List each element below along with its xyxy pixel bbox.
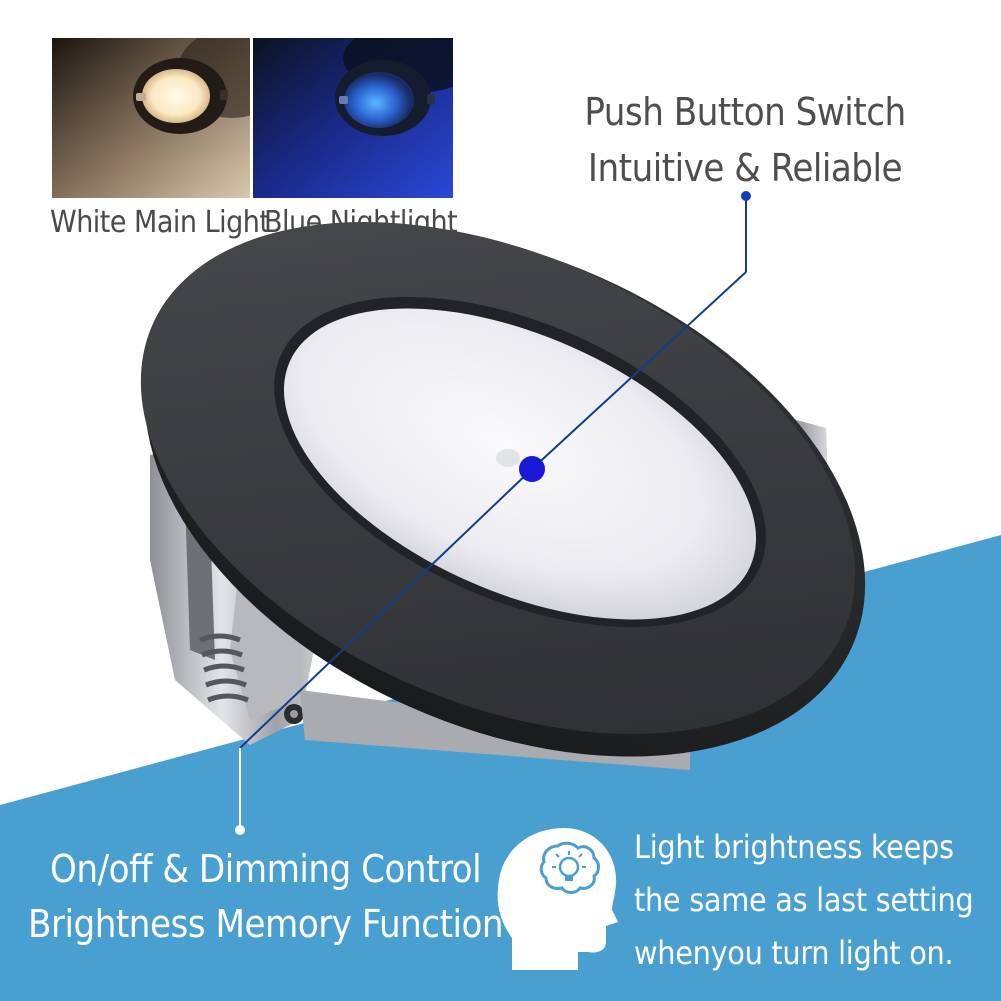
bottom-leader-dot bbox=[235, 825, 245, 835]
top-leader-dot bbox=[741, 191, 751, 201]
memory-note-line2: the same as last setting bbox=[634, 881, 974, 919]
dimming-line2: Brightness Memory Function bbox=[28, 902, 504, 946]
brightness-memory-note: Light brightness keeps the same as last … bbox=[634, 821, 974, 980]
push-button-line2: Intuitive & Reliable bbox=[587, 146, 903, 190]
top-leader-diagonal bbox=[531, 271, 747, 470]
head-idea-icon bbox=[497, 828, 618, 970]
push-button-line1: Push Button Switch bbox=[584, 90, 906, 134]
push-button-marker bbox=[519, 456, 545, 482]
bottom-leader-diagonal bbox=[239, 468, 533, 749]
dimming-line1: On/off & Dimming Control bbox=[50, 847, 482, 891]
memory-note-line3: whenyou turn light on. bbox=[634, 934, 954, 972]
dimming-callout: On/off & Dimming Control Brightness Memo… bbox=[28, 842, 504, 952]
white-light-thumbnail bbox=[52, 38, 250, 198]
memory-note-line1: Light brightness keeps bbox=[634, 828, 954, 866]
push-button-headline: Push Button Switch Intuitive & Reliable bbox=[560, 84, 930, 196]
white-light-caption: White Main Light bbox=[50, 205, 270, 240]
blue-nightlight-thumbnail bbox=[253, 38, 453, 198]
